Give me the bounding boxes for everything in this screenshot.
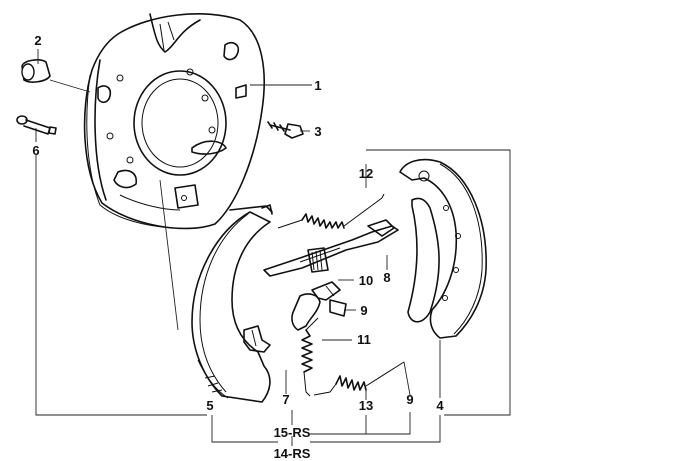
upper-return-spring: [277, 193, 385, 229]
pawl-lever: [291, 281, 347, 331]
leader-lines: [35, 49, 511, 446]
backing-plate: [83, 13, 265, 230]
callout-8: 8: [383, 270, 390, 285]
callout-15-rs: 15-RS: [274, 425, 311, 440]
bleeder-screw: [16, 115, 57, 135]
bottom-return-spring: [313, 361, 405, 396]
callout-3: 3: [314, 124, 321, 139]
brake-shoe-right: [399, 158, 487, 339]
callout-1: 1: [314, 78, 321, 93]
callout-2: 2: [34, 33, 41, 48]
callout-9-lower: 9: [406, 392, 413, 407]
callout-11: 11: [357, 332, 371, 347]
lower-spring: [301, 317, 319, 397]
callout-10: 10: [359, 273, 373, 288]
callout-6: 6: [32, 143, 39, 158]
callout-12: 12: [359, 166, 373, 181]
callout-9-upper: 9: [360, 303, 367, 318]
callout-14-rs: 14-RS: [274, 446, 311, 461]
adjuster-lever: [243, 325, 271, 353]
callout-labels: 2 1 3 6 12 8 10 9 11 5 7 13 9 4 15-RS 14…: [32, 33, 444, 461]
callout-5: 5: [206, 398, 213, 413]
bolt: [267, 121, 304, 139]
bleeder-cap: [21, 59, 51, 83]
callout-7: 7: [282, 392, 289, 407]
brake-shoe-left: [191, 204, 273, 403]
callout-4: 4: [436, 398, 444, 413]
callout-13: 13: [359, 398, 373, 413]
adjuster-wheel: [307, 247, 329, 273]
adjuster-strut: [263, 219, 399, 277]
